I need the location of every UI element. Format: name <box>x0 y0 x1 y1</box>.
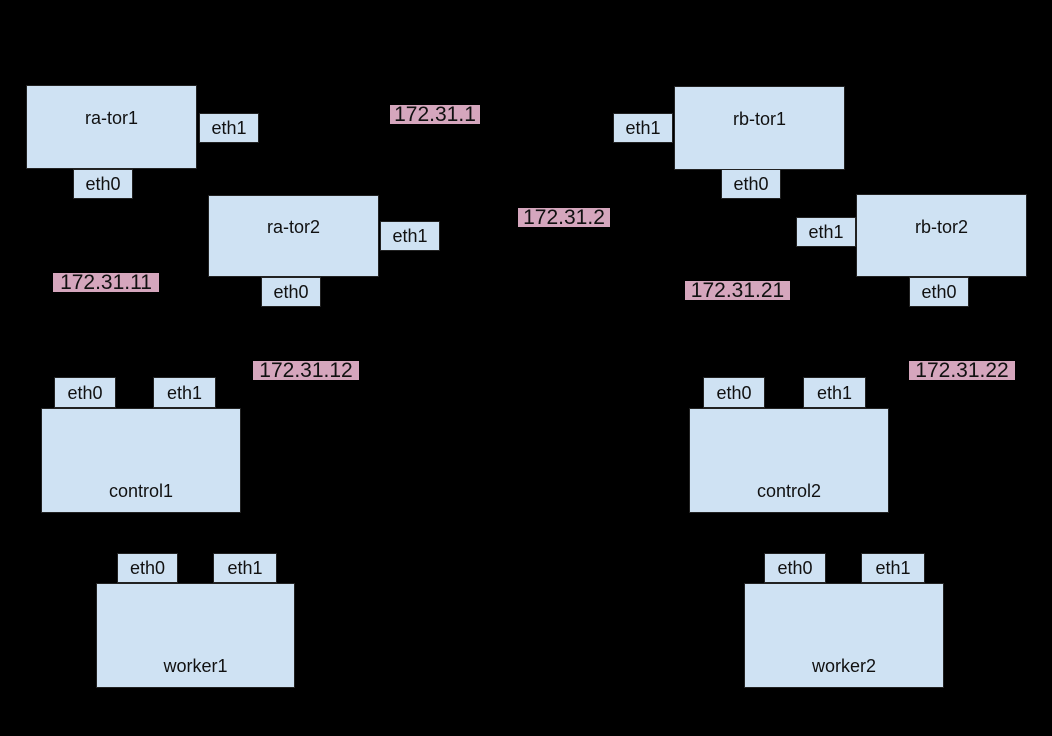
port-rb-tor2-eth0: eth0 <box>909 277 969 307</box>
port-label: eth0 <box>716 382 752 403</box>
port-worker2-eth0: eth0 <box>764 553 826 583</box>
node-worker2: worker2 <box>744 583 944 688</box>
port-ra-tor1-eth0: eth0 <box>73 169 133 199</box>
ip-label-text: 172.31.1 <box>394 103 476 126</box>
port-control2-eth1: eth1 <box>803 377 866 408</box>
node-rb-tor1: rb-tor1 <box>674 86 845 170</box>
ip-label-172-31-2: 172.31.2 <box>518 206 610 229</box>
port-control1-eth1: eth1 <box>153 377 216 408</box>
node-control1: control1 <box>41 408 241 513</box>
node-label: ra-tor2 <box>266 217 320 238</box>
node-control2: control2 <box>689 408 889 513</box>
ip-label-172-31-12: 172.31.12 <box>253 359 359 382</box>
node-label: worker1 <box>163 656 228 677</box>
port-label: eth1 <box>808 222 844 242</box>
port-ra-tor2-eth1: eth1 <box>380 221 440 251</box>
node-label: rb-tor2 <box>914 216 968 237</box>
port-rb-tor1-eth1: eth1 <box>613 113 673 143</box>
node-label: worker2 <box>811 656 877 677</box>
ip-label-text: 172.31.11 <box>60 271 152 294</box>
node-ra-tor1: ra-tor1 <box>26 85 197 169</box>
node-label: control1 <box>108 481 174 502</box>
port-label: eth0 <box>85 174 121 194</box>
port-label: eth0 <box>67 382 103 403</box>
port-ra-tor2-eth0: eth0 <box>261 277 321 307</box>
ip-label-172-31-21: 172.31.21 <box>685 279 790 302</box>
port-rb-tor2-eth1: eth1 <box>796 217 856 247</box>
ip-label-text: 172.31.12 <box>259 359 353 382</box>
ip-label-text: 172.31.22 <box>915 359 1009 382</box>
port-label: eth1 <box>392 226 428 246</box>
port-label: eth1 <box>875 558 911 578</box>
port-ra-tor1-eth1: eth1 <box>199 113 259 143</box>
port-label: eth0 <box>273 282 309 302</box>
port-rb-tor1-eth0: eth0 <box>721 169 781 199</box>
port-label: eth0 <box>921 282 957 302</box>
port-worker2-eth1: eth1 <box>861 553 925 583</box>
node-label: ra-tor1 <box>84 108 138 129</box>
ip-label-172-31-1: 172.31.1 <box>390 103 480 126</box>
port-control1-eth0: eth0 <box>54 377 116 408</box>
ip-label-text: 172.31.21 <box>690 279 785 302</box>
port-label: eth1 <box>227 558 263 578</box>
port-label: eth0 <box>129 558 166 578</box>
node-ra-tor2: ra-tor2 <box>208 195 379 277</box>
port-label: eth1 <box>211 118 247 138</box>
node-rb-tor2: rb-tor2 <box>856 194 1027 277</box>
ip-label-172-31-22: 172.31.22 <box>909 359 1015 382</box>
port-label: eth0 <box>777 558 813 578</box>
port-label: eth1 <box>166 382 203 403</box>
ip-label-172-31-11: 172.31.11 <box>53 271 159 294</box>
port-label: eth1 <box>625 118 661 138</box>
port-label: eth1 <box>816 382 853 403</box>
node-label: rb-tor1 <box>732 109 786 130</box>
ip-label-text: 172.31.2 <box>523 206 605 229</box>
port-label: eth0 <box>733 174 769 194</box>
node-worker1: worker1 <box>96 583 295 688</box>
port-worker1-eth0: eth0 <box>117 553 178 583</box>
port-worker1-eth1: eth1 <box>213 553 277 583</box>
node-label: control2 <box>756 481 822 502</box>
port-control2-eth0: eth0 <box>703 377 765 408</box>
